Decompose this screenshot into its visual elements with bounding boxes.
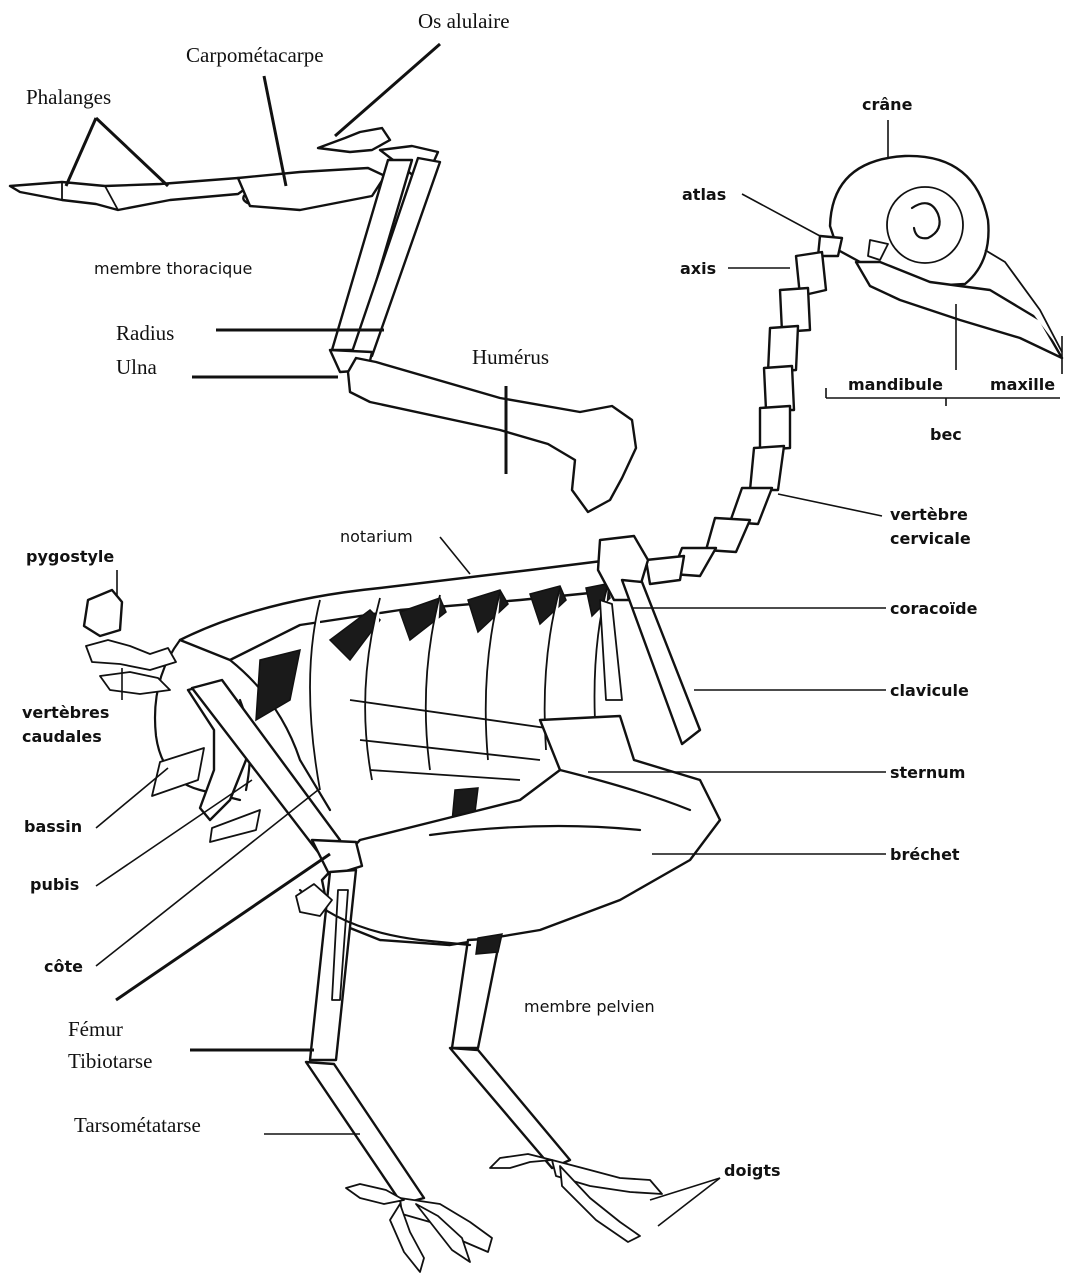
label-femur: Fémur [68, 1017, 123, 1041]
label-mandibule: mandibule [848, 375, 943, 394]
label-vertebre-cervicale-1: vertèbre [890, 505, 968, 524]
label-notarium: notarium [340, 527, 413, 546]
label-brechet: bréchet [890, 845, 960, 864]
label-bec: bec [930, 425, 962, 444]
cervical-vertebrae [646, 236, 842, 584]
label-maxille: maxille [990, 375, 1055, 394]
leader-phalanges-b [96, 118, 168, 186]
foot-left [306, 1062, 492, 1272]
skull [830, 156, 1062, 358]
leader-os-alulaire [335, 44, 440, 136]
leader-atlas [742, 194, 820, 236]
label-ulna: Ulna [116, 355, 158, 379]
label-tibiotarse: Tibiotarse [68, 1049, 152, 1073]
leader-femur [116, 854, 330, 1000]
label-carpometacarpe: Carpométacarpe [186, 43, 324, 67]
label-coracoide: coracoïde [890, 599, 978, 618]
leader-notarium [440, 537, 470, 574]
wing-tip-bones [10, 128, 390, 212]
label-radius: Radius [116, 321, 174, 345]
label-os-alulaire: Os alulaire [418, 9, 510, 33]
leader-doigts-b [658, 1178, 720, 1226]
label-vertebre-cervicale-2: cervicale [890, 529, 971, 548]
label-axis: axis [680, 259, 716, 278]
label-sternum: sternum [890, 763, 965, 782]
label-atlas: atlas [682, 185, 726, 204]
label-pubis: pubis [30, 875, 79, 894]
humerus-bone [348, 358, 636, 512]
leader-vertebre-cervicale [778, 494, 882, 516]
leader-carpometacarpe [264, 76, 286, 186]
label-cote: côte [44, 957, 83, 976]
label-vertebres-caudales-2: caudales [22, 727, 102, 746]
label-vertebres-caudales-1: vertèbres [22, 703, 109, 722]
sternum-keel [322, 716, 720, 945]
label-crane: crâne [862, 95, 913, 114]
label-clavicule: clavicule [890, 681, 969, 700]
leader-doigts-a [650, 1178, 720, 1200]
leader-bassin [96, 768, 168, 828]
label-phalanges: Phalanges [26, 85, 111, 109]
tail-bones [84, 590, 176, 694]
skeleton-drawing [10, 128, 1062, 1272]
label-bassin: bassin [24, 817, 82, 836]
label-membre-pelvien: membre pelvien [524, 997, 655, 1016]
leg-right [450, 934, 662, 1242]
label-doigts: doigts [724, 1161, 781, 1180]
leader-phalanges-a [66, 118, 96, 186]
label-pygostyle: pygostyle [26, 547, 114, 566]
label-humerus: Humérus [472, 345, 549, 369]
label-tarsometatarse: Tarsométatarse [74, 1113, 201, 1137]
label-membre-thoracique: membre thoracique [94, 259, 252, 278]
